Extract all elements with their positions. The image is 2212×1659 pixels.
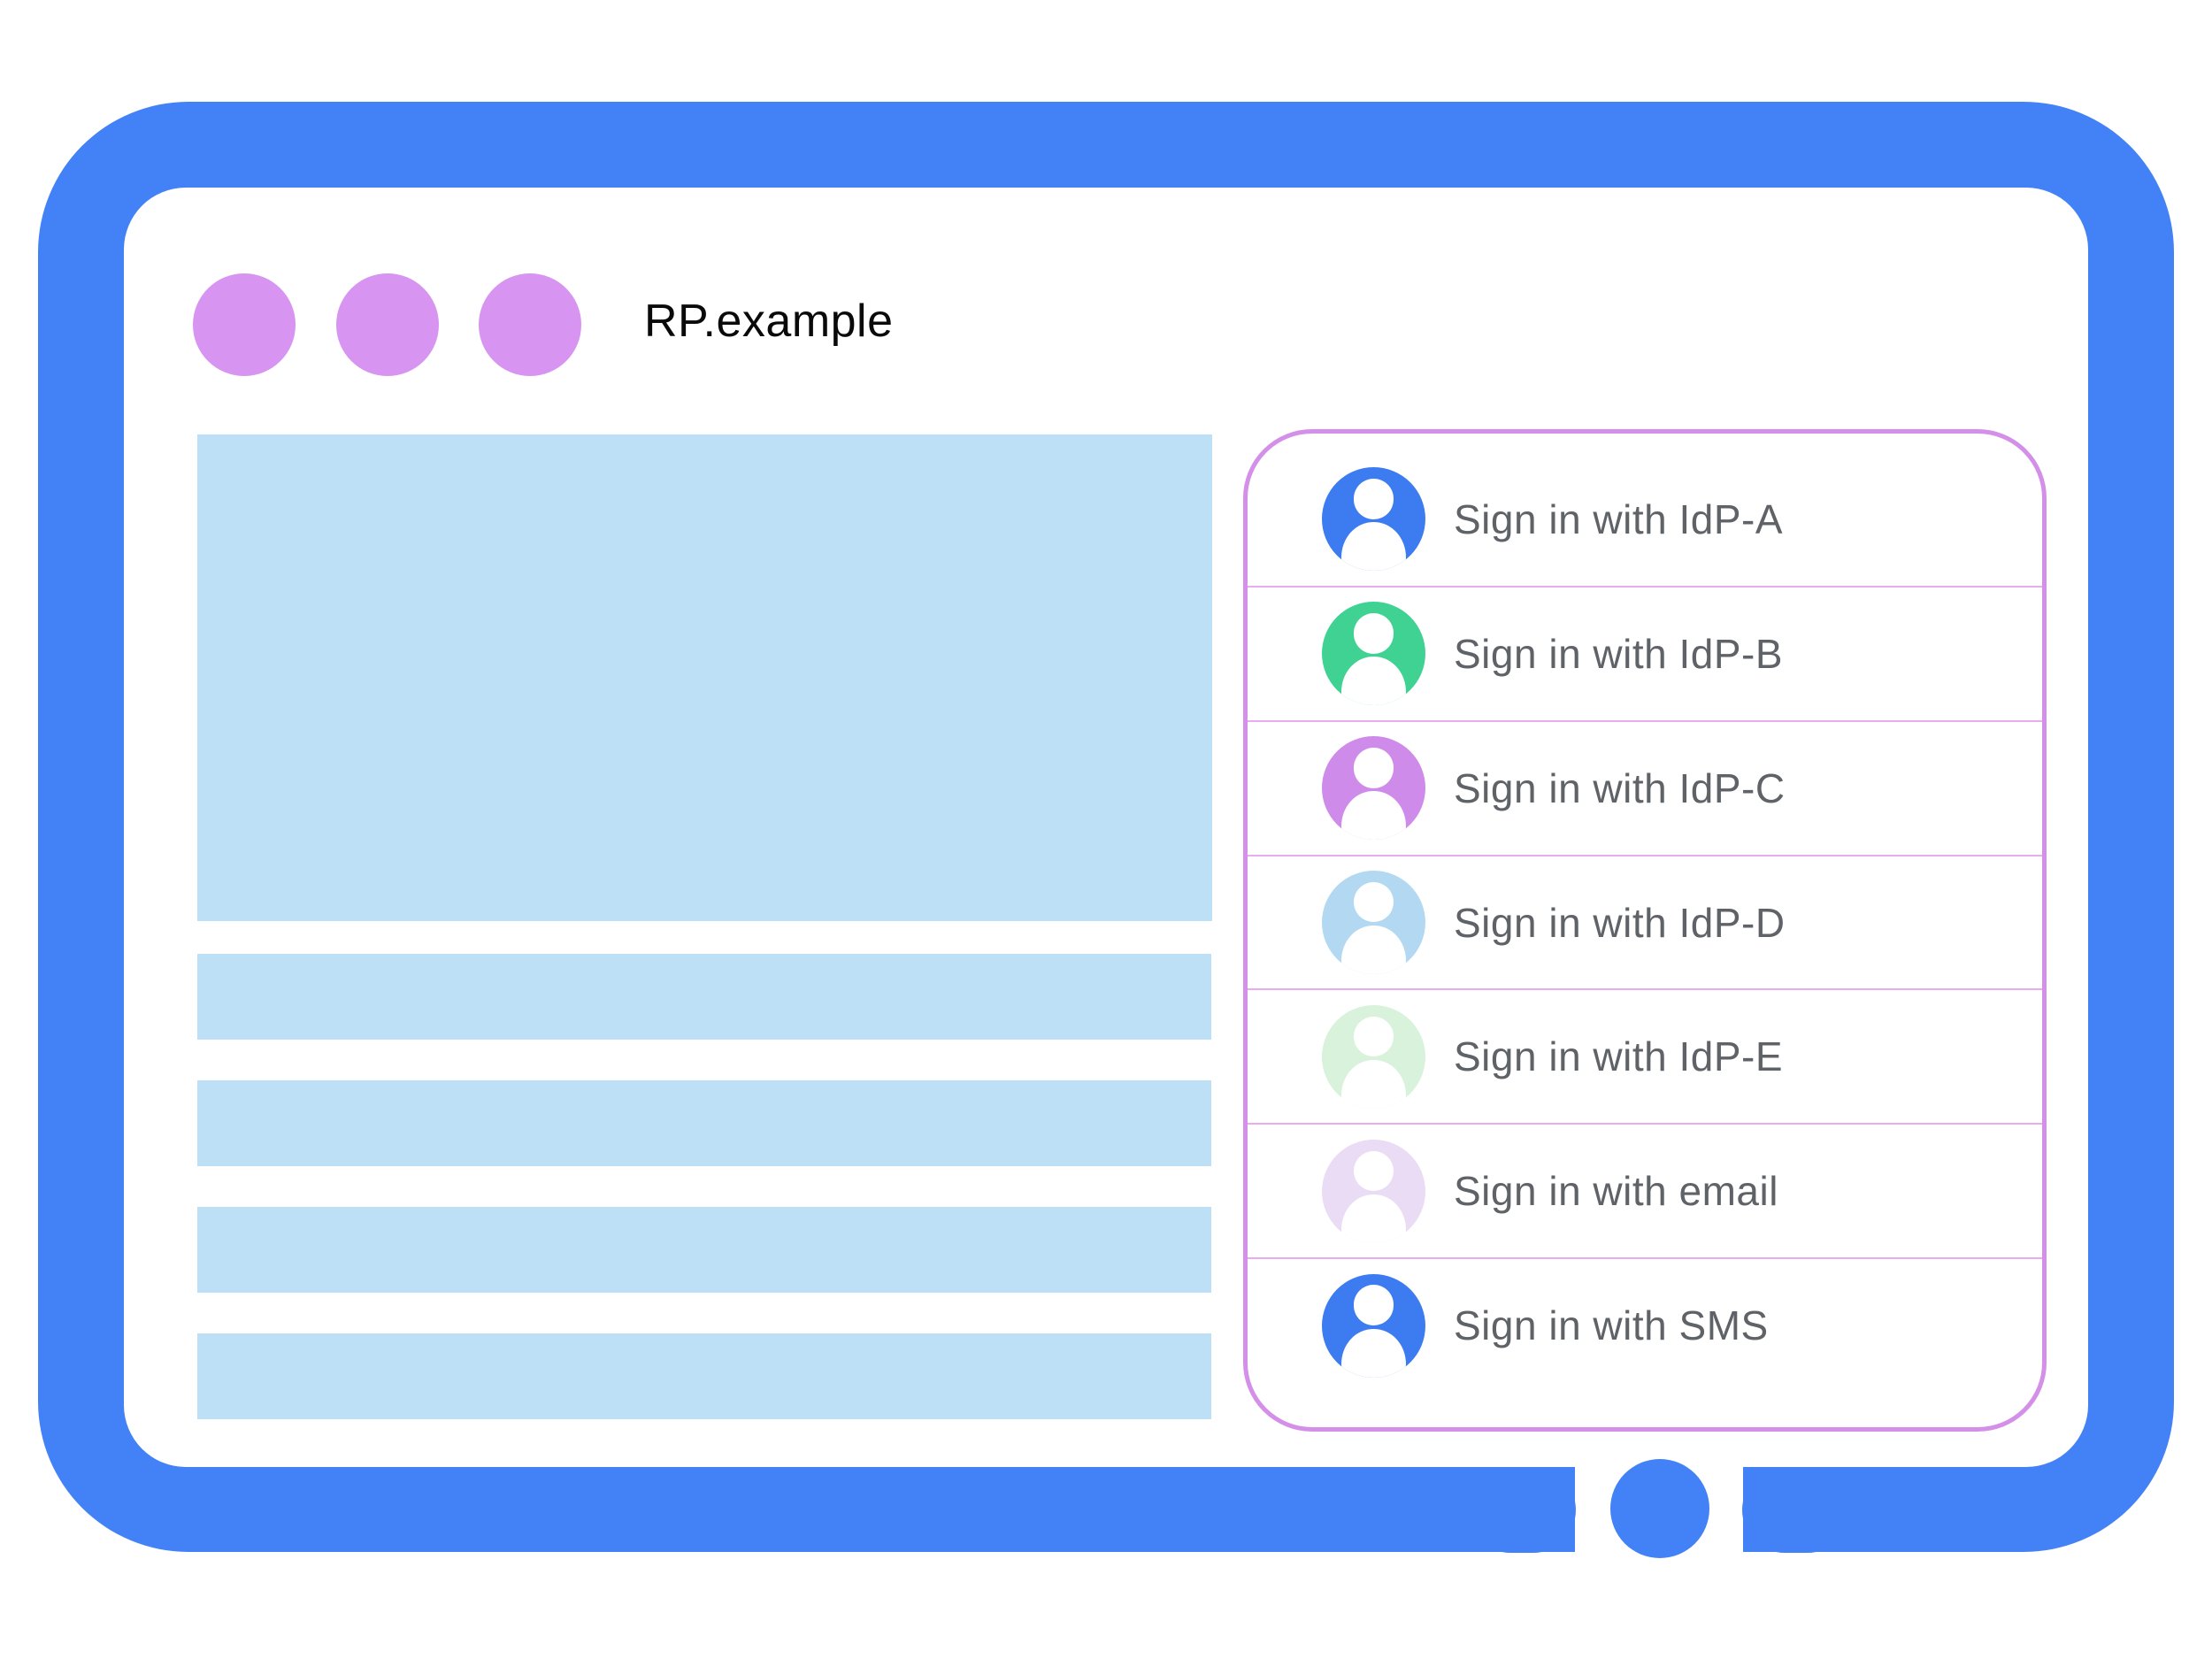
person-icon bbox=[1322, 871, 1425, 974]
signin-item-label: Sign in with SMS bbox=[1454, 1302, 1769, 1349]
signin-item-label: Sign in with IdP-D bbox=[1454, 899, 1786, 946]
window-dot-icon bbox=[479, 273, 581, 376]
person-icon bbox=[1322, 1004, 1425, 1109]
signin-item-label: Sign in with email bbox=[1454, 1168, 1778, 1215]
page-title: RP.example bbox=[644, 296, 894, 347]
signin-item-idp-c[interactable]: Sign in with IdP-C bbox=[1248, 722, 2042, 856]
signin-item-sms[interactable]: Sign in with SMS bbox=[1248, 1259, 2042, 1392]
person-icon bbox=[1322, 736, 1425, 841]
home-button-dot-icon bbox=[1610, 1459, 1709, 1558]
window-dot-icon bbox=[193, 273, 296, 376]
signin-item-label: Sign in with IdP-B bbox=[1454, 630, 1784, 677]
account-chooser-panel: Sign in with IdP-A Sign in with IdP-B Si… bbox=[1243, 429, 2047, 1432]
signin-item-idp-e[interactable]: Sign in with IdP-E bbox=[1248, 990, 2042, 1125]
content-placeholder-line bbox=[197, 1080, 1211, 1166]
person-icon bbox=[1322, 1273, 1425, 1378]
window-dot-icon bbox=[336, 273, 439, 376]
person-icon bbox=[1322, 602, 1425, 706]
frame-bottom-bar-right-cap bbox=[1742, 1467, 1850, 1553]
content-placeholder-line bbox=[197, 1207, 1211, 1293]
content-placeholder-hero bbox=[197, 434, 1212, 921]
content-placeholder-line bbox=[197, 1333, 1211, 1419]
signin-item-idp-b[interactable]: Sign in with IdP-B bbox=[1248, 588, 2042, 722]
signin-options-list: Sign in with IdP-A Sign in with IdP-B Si… bbox=[1248, 434, 2042, 1427]
signin-item-idp-d[interactable]: Sign in with IdP-D bbox=[1248, 856, 2042, 991]
signin-item-label: Sign in with IdP-E bbox=[1454, 1033, 1784, 1080]
signin-item-label: Sign in with IdP-A bbox=[1454, 495, 1784, 542]
signin-item-email[interactable]: Sign in with email bbox=[1248, 1125, 2042, 1260]
signin-item-label: Sign in with IdP-C bbox=[1454, 764, 1786, 811]
content-placeholder-line bbox=[197, 954, 1211, 1040]
person-icon bbox=[1322, 1139, 1425, 1243]
person-icon bbox=[1322, 467, 1425, 572]
frame-bottom-bar-left-cap bbox=[1468, 1467, 1576, 1553]
signin-item-idp-a[interactable]: Sign in with IdP-A bbox=[1248, 453, 2042, 588]
